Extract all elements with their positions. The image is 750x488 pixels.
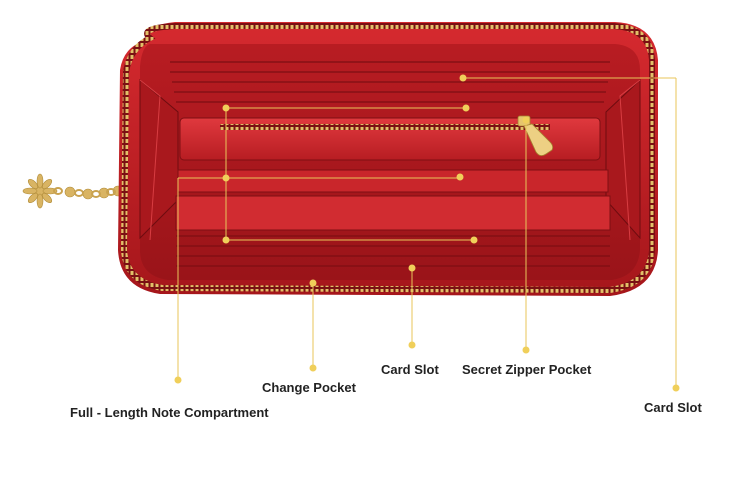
label-card-slot-right: Card Slot xyxy=(644,400,702,415)
zipper-track xyxy=(120,23,655,294)
card-slots-back xyxy=(170,61,610,103)
callout-lines xyxy=(177,77,677,388)
change-pocket xyxy=(177,169,609,193)
wallet-interior xyxy=(140,44,640,280)
callout-dots xyxy=(174,74,680,392)
label-full-length-note-compartment: Full - Length Note Compartment xyxy=(70,405,269,420)
label-secret-zipper-pocket: Secret Zipper Pocket xyxy=(462,362,592,377)
note-compartment xyxy=(175,195,611,231)
label-card-slot-middle: Card Slot xyxy=(381,362,439,377)
label-change-pocket: Change Pocket xyxy=(262,380,356,395)
charm-pendant xyxy=(22,173,133,209)
